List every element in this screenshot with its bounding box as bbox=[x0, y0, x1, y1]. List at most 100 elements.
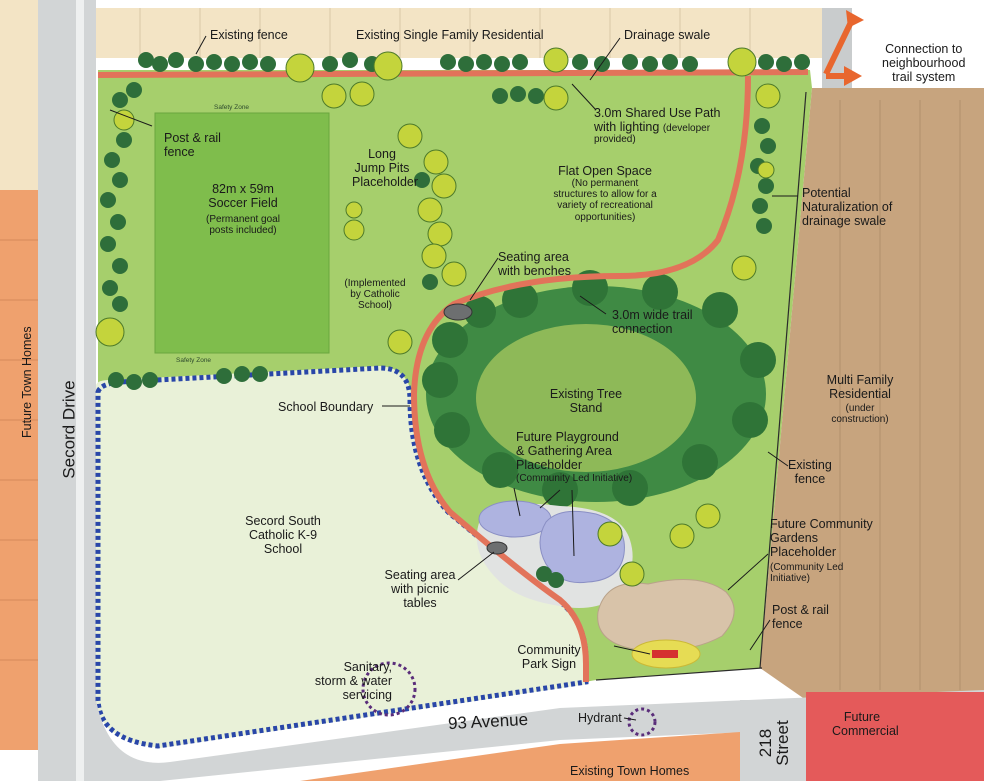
label-connection: Connection to neighbourhood trail system bbox=[882, 42, 965, 84]
label-soccer-note-line-1: (Permanent goal bbox=[206, 214, 280, 225]
label-post-rail-top-line-2: fence bbox=[164, 145, 195, 159]
label-existing-fence-top: Existing fence bbox=[210, 28, 288, 42]
label-trail-connection-line-2: connection bbox=[612, 322, 673, 336]
label-trail-connection-line-1: 3.0m wide trail bbox=[612, 308, 693, 322]
label-connection-line-2: neighbourhood bbox=[882, 56, 966, 70]
label-shared-use-line-1: 3.0m Shared Use Path bbox=[594, 106, 721, 120]
label-seating-benches-line-2: with benches bbox=[498, 264, 571, 278]
connection-arrowhead-upper bbox=[846, 10, 864, 28]
label-flat-open-note-4: opportunities) bbox=[574, 211, 636, 223]
playground-pond-small bbox=[478, 500, 552, 538]
label-tree-stand-line-2: Stand bbox=[569, 401, 603, 415]
label-servicing-line-2: storm & water bbox=[314, 674, 392, 688]
street-218-road bbox=[740, 700, 810, 781]
label-playground-line-3: Placeholder bbox=[516, 458, 583, 472]
label-seating-picnic-line-1: Seating area bbox=[384, 568, 456, 582]
label-servicing-line-1: Sanitary, bbox=[343, 660, 392, 674]
label-flat-open-note-3: variety of recreational bbox=[557, 200, 653, 212]
label-post-rail-fence-right: Post & rail fence bbox=[772, 603, 829, 631]
label-long-jump-line-1: Long bbox=[368, 147, 396, 161]
label-school-boundary: School Boundary bbox=[278, 400, 374, 414]
label-hydrant: Hydrant bbox=[578, 711, 622, 725]
label-gardens-note: (Community Led Initiative) bbox=[770, 562, 843, 584]
south-fence-line bbox=[595, 667, 763, 681]
label-playground-line-2: & Gathering Area bbox=[516, 444, 612, 458]
label-implemented-line-1: (Implemented bbox=[344, 278, 406, 289]
label-school-line-1: Secord South bbox=[245, 514, 321, 528]
label-secord-drive: Secord Drive bbox=[59, 380, 79, 479]
soccer-field bbox=[154, 112, 330, 354]
label-safety-zone-bottom: Safety Zone bbox=[176, 357, 212, 364]
label-gardens-line-2: Gardens bbox=[770, 531, 818, 545]
label-naturalization-line-3: drainage swale bbox=[802, 214, 887, 228]
label-school-line-3: School bbox=[263, 542, 303, 556]
label-gardens-note-2: Initiative) bbox=[770, 573, 811, 585]
label-218-street: 218 Street bbox=[756, 713, 792, 773]
bench-seating-pad bbox=[443, 303, 473, 321]
label-multi-family-note: (under construction) bbox=[820, 403, 900, 425]
servicing-marker bbox=[361, 661, 417, 717]
label-gardens-line-3: Placeholder bbox=[770, 545, 837, 559]
future-commercial-area bbox=[806, 692, 984, 781]
label-multi-family: Multi Family Residential bbox=[820, 373, 900, 401]
label-seating-benches-line-1: Seating area bbox=[498, 250, 569, 264]
label-gardens-line-1: Future Community bbox=[770, 517, 873, 531]
label-playground-line-1: Future Playground bbox=[516, 430, 619, 444]
label-flat-open-space: Flat Open Space bbox=[558, 164, 652, 178]
label-long-jump-line-3: Placeholder bbox=[352, 175, 419, 189]
label-future-commercial: Future Commercial bbox=[832, 710, 899, 738]
label-park-sign-line-2: Park Sign bbox=[521, 657, 577, 671]
west-residential-land bbox=[0, 0, 38, 190]
label-flat-open-note: (No permanent structures to allow for a … bbox=[530, 178, 680, 223]
label-servicing: Sanitary, storm & water servicing bbox=[300, 660, 392, 702]
label-post-rail-fence-top: Post & rail fence bbox=[164, 131, 221, 159]
east-fence-line bbox=[759, 91, 807, 669]
label-trail-connection: 3.0m wide trail connection bbox=[612, 308, 693, 336]
park-sign-marker bbox=[652, 650, 678, 658]
label-long-jump: Long Jump Pits Placeholder bbox=[352, 147, 419, 189]
future-town-homes-area bbox=[0, 190, 38, 750]
label-park-sign: Community Park Sign bbox=[504, 643, 594, 671]
leader-lines bbox=[109, 35, 798, 721]
label-seating-picnic: Seating area with picnic tables bbox=[380, 568, 460, 610]
label-implemented-line-3: School) bbox=[358, 300, 392, 312]
secord-drive-median bbox=[76, 0, 84, 781]
label-naturalization-line-2: Naturalization of bbox=[802, 200, 893, 214]
trail-connection bbox=[410, 75, 751, 682]
label-playground-note: (Community Led Initiative) bbox=[516, 473, 633, 484]
label-naturalization-line-1: Potential bbox=[802, 186, 851, 200]
hydrant-marker bbox=[627, 707, 657, 737]
label-future-commercial-1: Future bbox=[843, 710, 881, 724]
label-soccer-size: 82m x 59m bbox=[212, 182, 274, 196]
connection-arrow-upper bbox=[823, 18, 855, 76]
label-multi-family-line-1: Multi Family bbox=[826, 373, 894, 387]
label-park-sign-line-1: Community bbox=[517, 643, 581, 657]
label-soccer-note: (Permanent goal posts included) bbox=[196, 214, 290, 236]
label-long-jump-line-2: Jump Pits bbox=[354, 161, 410, 175]
label-shared-use-line-2: with lighting bbox=[594, 120, 660, 134]
label-soccer-field: 82m x 59m Soccer Field bbox=[200, 182, 286, 210]
label-218-street-number: 218 bbox=[756, 728, 775, 758]
label-school: Secord South Catholic K-9 School bbox=[238, 514, 328, 556]
label-seating-picnic-line-2: with picnic bbox=[391, 582, 449, 596]
label-playground: Future Playground & Gathering Area Place… bbox=[516, 430, 619, 472]
picnic-seating-pad bbox=[486, 541, 508, 555]
label-future-commercial-2: Commercial bbox=[832, 724, 899, 738]
secord-drive-road bbox=[38, 0, 96, 781]
shared-use-path bbox=[97, 69, 809, 78]
label-multi-family-line-2: Residential bbox=[829, 387, 891, 401]
label-implemented-line-2: by Catholic bbox=[350, 289, 400, 301]
label-existing-fence-right: Existing fence bbox=[788, 458, 832, 486]
label-post-rail-right-1: Post & rail bbox=[772, 603, 829, 617]
label-tree-stand-line-1: Existing Tree bbox=[549, 387, 623, 401]
multi-family-lot-lines bbox=[839, 100, 961, 690]
town-home-lot-lines bbox=[0, 239, 38, 661]
label-post-rail-top-line-1: Post & rail bbox=[164, 131, 221, 145]
label-shared-use-path: 3.0m Shared Use Path with lighting (deve… bbox=[594, 106, 720, 145]
label-naturalization: Potential Naturalization of drainage swa… bbox=[802, 186, 892, 228]
label-gardens: Future Community Gardens Placeholder bbox=[770, 517, 873, 559]
label-existing-residential: Existing Single Family Residential bbox=[356, 28, 544, 42]
tree-stand-highlight bbox=[476, 324, 696, 472]
label-school-line-2: Catholic K-9 bbox=[248, 528, 318, 542]
